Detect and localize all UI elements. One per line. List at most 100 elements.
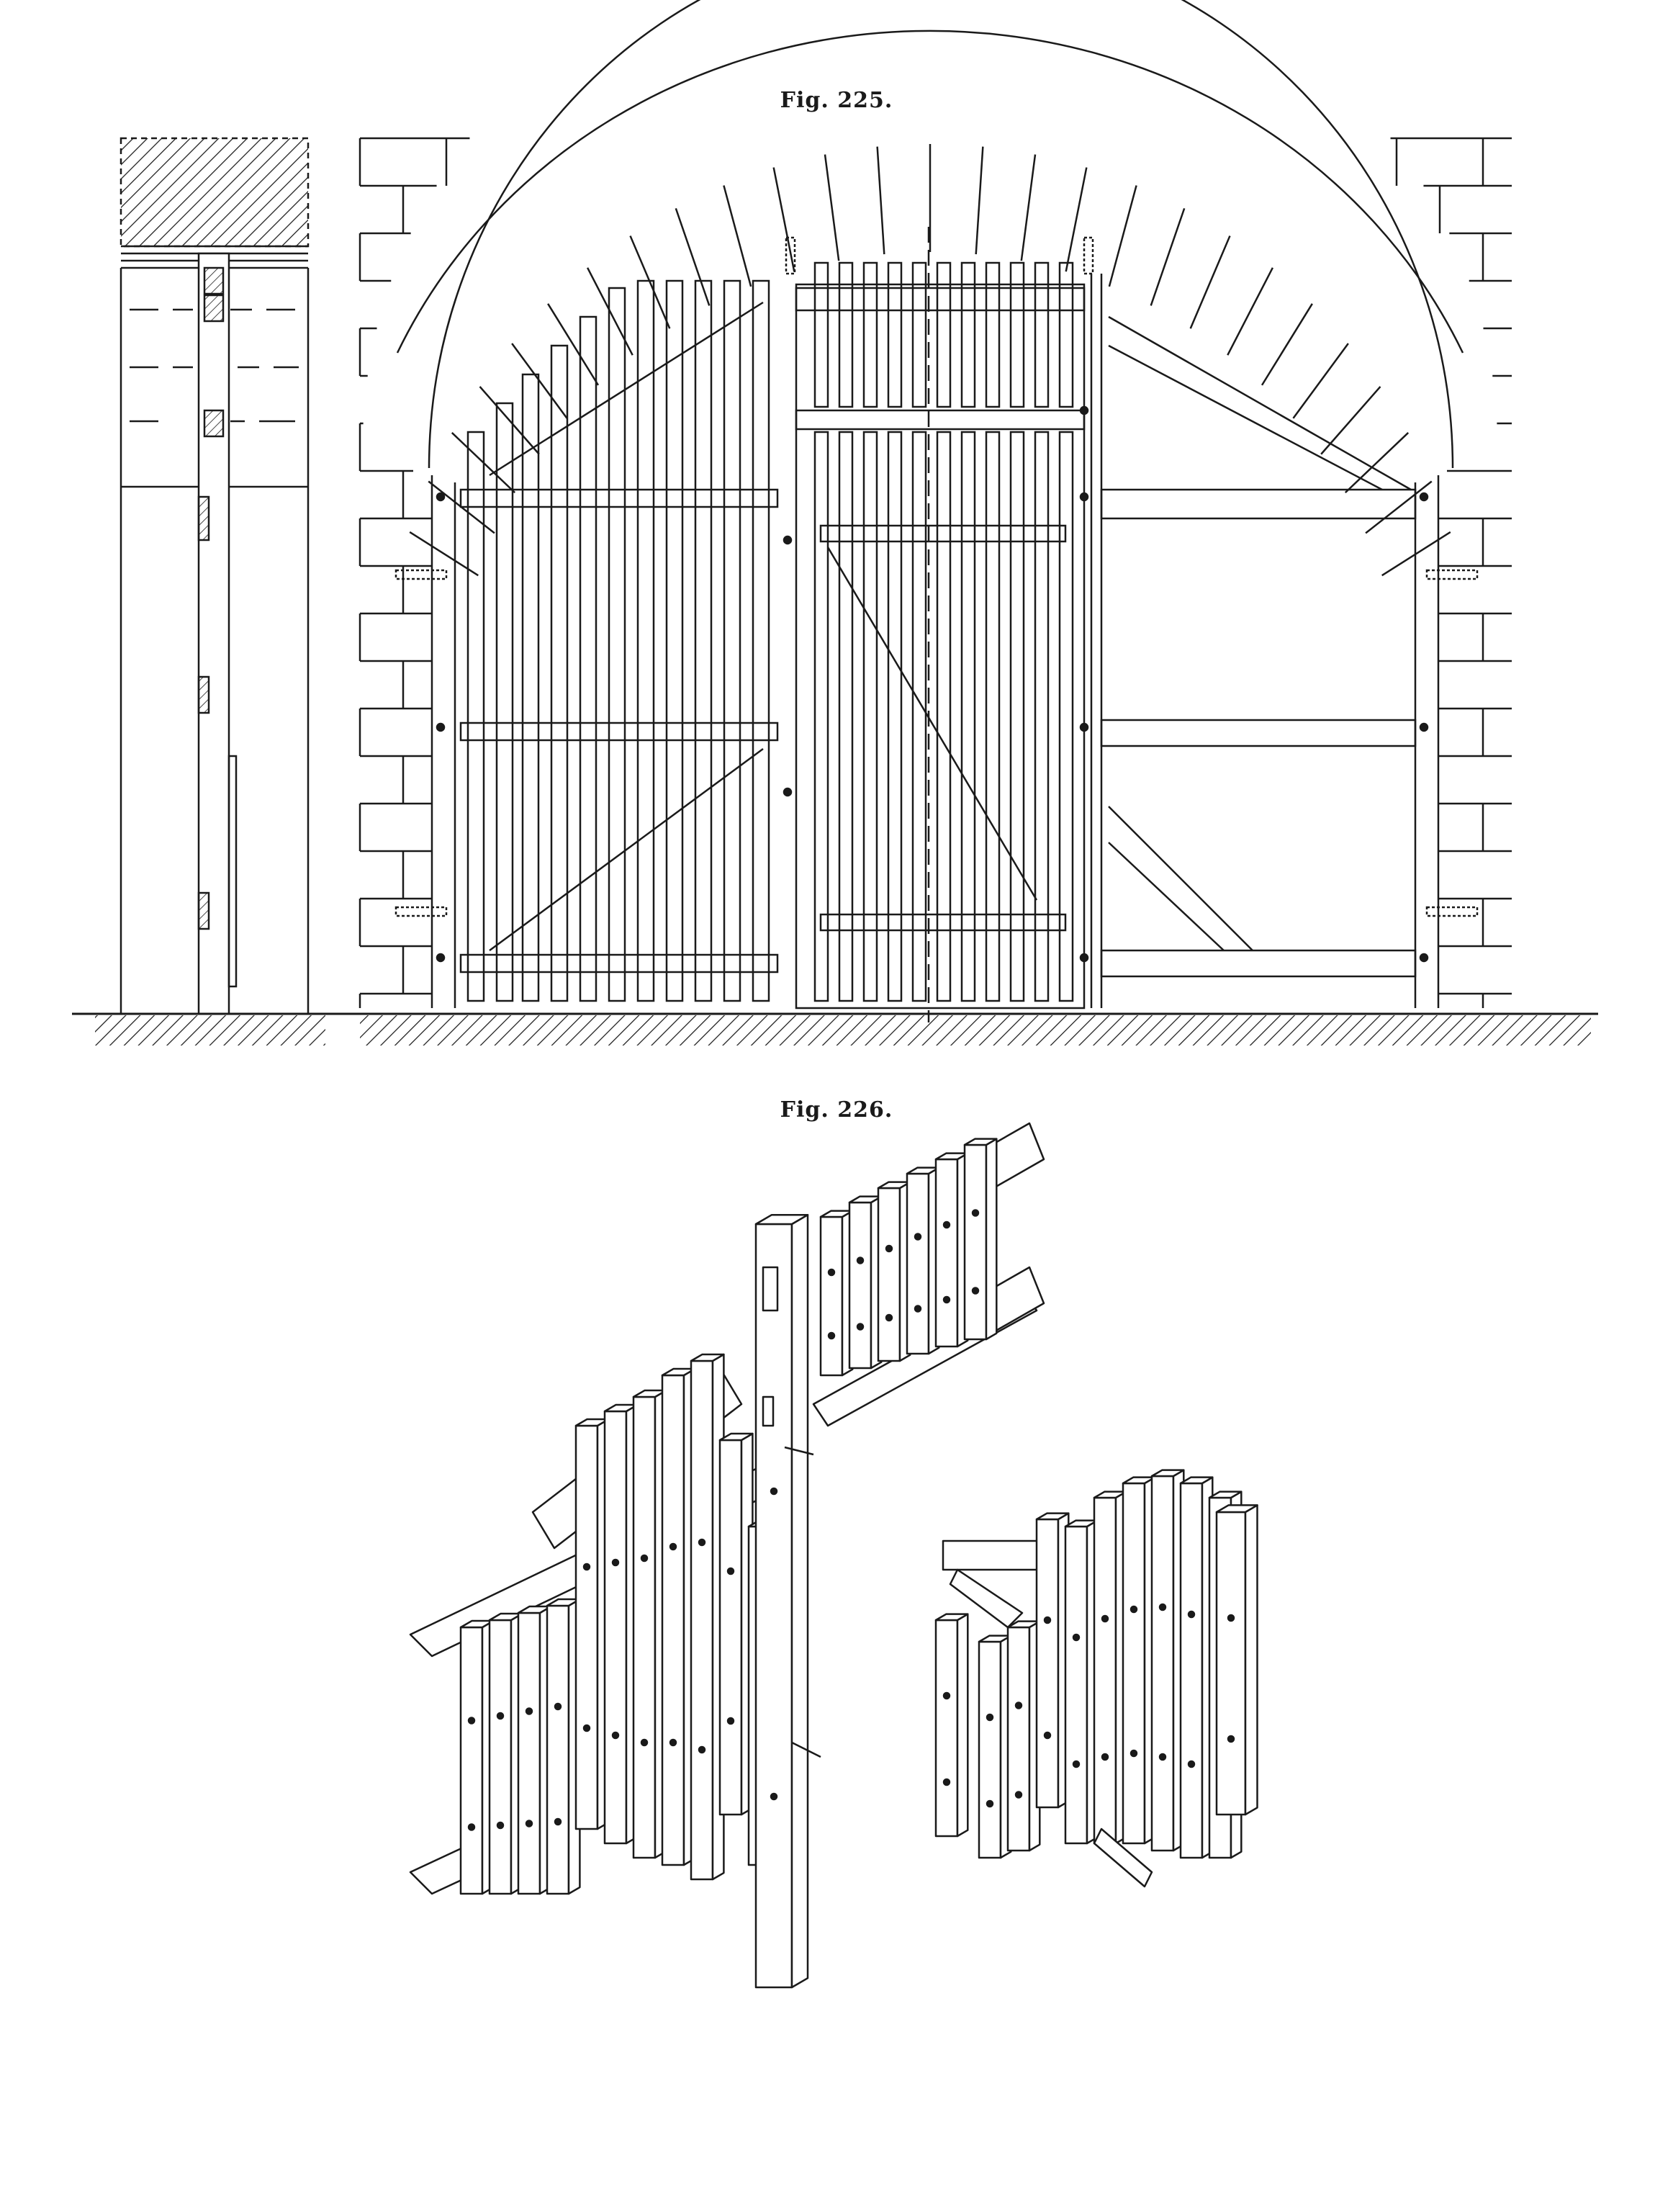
bolt bbox=[1227, 1735, 1235, 1743]
left-leaf-bottom-rail bbox=[459, 953, 779, 974]
pin bbox=[784, 1446, 814, 1456]
bolt bbox=[1187, 1610, 1196, 1619]
bolt bbox=[783, 787, 793, 797]
bolt bbox=[525, 1707, 533, 1715]
bolt bbox=[1419, 722, 1429, 732]
right-front-picket-side bbox=[956, 1613, 969, 1838]
right-leaf-bottom-rail bbox=[1100, 949, 1417, 978]
bolt bbox=[1129, 1605, 1138, 1614]
center-upper-picket bbox=[838, 261, 854, 408]
right-leaf-top-rail bbox=[1100, 488, 1417, 520]
short-picket bbox=[718, 1439, 743, 1816]
left-leaf-top-rail bbox=[459, 488, 779, 508]
figure-225-caption: Fig. 225. bbox=[780, 88, 893, 113]
right-back-picket bbox=[1150, 1475, 1175, 1852]
bolt bbox=[1079, 722, 1089, 732]
bolt bbox=[770, 1487, 778, 1496]
center-lower-picket bbox=[813, 431, 829, 1002]
center-leaf-upper-rail bbox=[795, 409, 1086, 431]
left-leaf-picket bbox=[579, 315, 598, 1002]
bolt bbox=[783, 535, 793, 545]
bolt bbox=[669, 1542, 677, 1551]
left-picket bbox=[546, 1604, 570, 1895]
center-upper-picket bbox=[960, 261, 976, 408]
center-upper-picket bbox=[862, 261, 878, 408]
center-lower-picket bbox=[1058, 431, 1074, 1002]
bolt bbox=[1072, 1760, 1081, 1768]
bolt bbox=[554, 1817, 562, 1826]
right-back-picket-top bbox=[1150, 1469, 1185, 1478]
center-upper-picket bbox=[1009, 261, 1025, 408]
bolt bbox=[942, 1691, 951, 1700]
side-section-view bbox=[72, 137, 338, 1046]
bolt bbox=[942, 1778, 951, 1786]
center-post-top bbox=[754, 1213, 809, 1226]
center-upper-picket bbox=[985, 261, 1001, 408]
center-leaf-rail bbox=[819, 913, 1067, 932]
bolt bbox=[726, 1567, 735, 1575]
bolt bbox=[1419, 953, 1429, 963]
bolt bbox=[496, 1821, 505, 1830]
arch-voussoir-joint bbox=[1344, 432, 1410, 494]
right-diagonal bbox=[1093, 1827, 1153, 1888]
center-upper-picket bbox=[1034, 261, 1050, 408]
arch-voussoir-joint bbox=[1189, 235, 1231, 329]
center-upper-picket bbox=[1058, 261, 1074, 408]
left-leaf-picket bbox=[521, 373, 540, 1002]
bolt bbox=[611, 1558, 620, 1567]
right-back-picket-top bbox=[1035, 1512, 1070, 1521]
upper-leaf-picket bbox=[819, 1215, 844, 1377]
right-front-picket bbox=[978, 1640, 1002, 1859]
arch-voussoir-joint bbox=[1292, 343, 1349, 419]
bolt bbox=[1014, 1701, 1023, 1709]
right-front-picket-top bbox=[934, 1613, 969, 1622]
bolt bbox=[1129, 1749, 1138, 1758]
upper-leaf-picket bbox=[906, 1172, 930, 1355]
left-leaf-brace bbox=[489, 747, 764, 952]
bolt bbox=[885, 1244, 893, 1253]
left-leaf-picket bbox=[495, 402, 514, 1002]
figure-226-caption: Fig. 226. bbox=[780, 1097, 893, 1123]
arch-voussoir-joint bbox=[1020, 154, 1037, 261]
arch-voussoir-joint bbox=[876, 146, 885, 255]
right-front-picket bbox=[934, 1619, 959, 1838]
post-mortise bbox=[762, 1266, 779, 1312]
bolt bbox=[914, 1305, 922, 1313]
upper-leaf-picket bbox=[963, 1143, 988, 1341]
left-leaf-picket bbox=[752, 279, 770, 1002]
right-leaf-brace bbox=[1108, 315, 1412, 491]
bolt bbox=[856, 1256, 865, 1264]
bolt bbox=[770, 1792, 778, 1801]
bolt bbox=[640, 1738, 649, 1747]
hinge-strap bbox=[394, 569, 448, 580]
bolt bbox=[640, 1554, 649, 1563]
bolt bbox=[698, 1745, 706, 1754]
right-jamb bbox=[1414, 475, 1440, 1008]
bolt bbox=[525, 1820, 533, 1827]
left-leaf-picket bbox=[550, 344, 569, 1002]
center-upper-picket bbox=[813, 261, 829, 408]
right-leaf-middle-rail bbox=[1100, 719, 1417, 747]
left-leaf-picket bbox=[665, 279, 684, 1002]
left-picket bbox=[517, 1611, 541, 1895]
tall-picket bbox=[574, 1424, 599, 1830]
gate-exploded-isometric-view bbox=[409, 1122, 1258, 1989]
upper-leaf-picket bbox=[877, 1187, 901, 1362]
bolt bbox=[436, 953, 446, 963]
arch-voussoir-joint bbox=[723, 185, 752, 287]
arch-voussoir-joint bbox=[586, 267, 633, 356]
center-upper-picket bbox=[911, 261, 927, 408]
arch-voussoir-joint bbox=[1065, 167, 1088, 272]
left-leaf-picket bbox=[723, 279, 741, 1002]
bolt bbox=[436, 722, 446, 732]
left-leaf-brace bbox=[489, 301, 764, 477]
arch-voussoir-joint bbox=[547, 303, 600, 386]
bolt bbox=[914, 1233, 922, 1241]
bolt bbox=[1043, 1731, 1052, 1740]
center-lower-picket bbox=[936, 431, 952, 1002]
tall-picket bbox=[661, 1374, 685, 1866]
bolt bbox=[1187, 1760, 1196, 1768]
arch-voussoir-joint bbox=[1261, 303, 1313, 386]
arch-voussoir-joint bbox=[1150, 207, 1186, 306]
